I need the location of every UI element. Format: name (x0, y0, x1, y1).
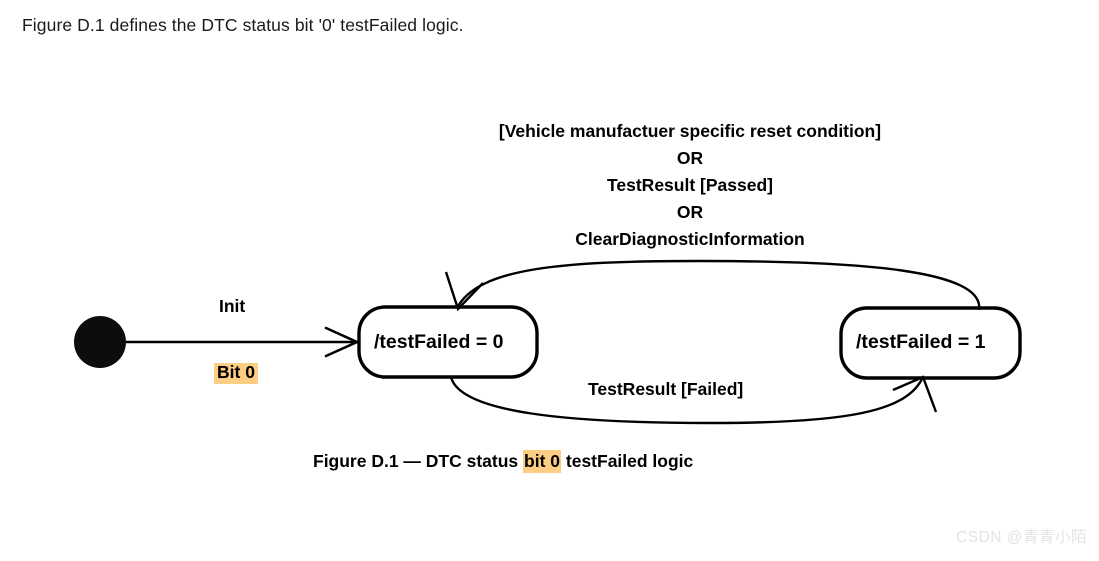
init-transition-label: Init (219, 296, 246, 316)
reset-condition-line-1: [Vehicle manufactuer specific reset cond… (498, 121, 882, 141)
fail-transition-label: TestResult [Failed] (588, 379, 744, 399)
initial-pseudostate-circle (74, 316, 126, 368)
reset-condition-line-4: OR (676, 202, 704, 222)
state-off-box (357, 305, 539, 379)
reset-condition-line-2: OR (676, 148, 704, 168)
intro-text: Figure D.1 defines the DTC status bit '0… (22, 15, 464, 35)
reset-transition-label: [Vehicle manufactuer specific reset cond… (380, 118, 1000, 253)
csdn-watermark: CSDN @青青小陌 (956, 529, 1087, 546)
figure-caption-suffix: testFailed logic (561, 451, 694, 471)
init-transition-arrowhead (324, 326, 361, 358)
figure-caption-highlight: bit 0 (523, 450, 562, 473)
reset-condition-line-5: ClearDiagnosticInformation (575, 229, 805, 249)
init-transition-sublabel: Bit 0 (214, 363, 258, 384)
reset-condition-line-3: TestResult [Passed] (607, 175, 773, 195)
state-on-box (839, 306, 1022, 380)
reset-transition-curve (455, 259, 981, 311)
reset-transition-arrowhead (444, 271, 484, 312)
fail-transition-curve (449, 376, 924, 425)
state-on-label: /testFailed = 1 (856, 331, 986, 353)
figure-caption-prefix: Figure D.1 — DTC status (313, 451, 524, 471)
state-off-label: /testFailed = 0 (374, 331, 504, 353)
figure-caption: Figure D.1 — DTC status bit 0 testFailed… (313, 450, 694, 473)
fail-transition-arrowhead (892, 375, 938, 413)
